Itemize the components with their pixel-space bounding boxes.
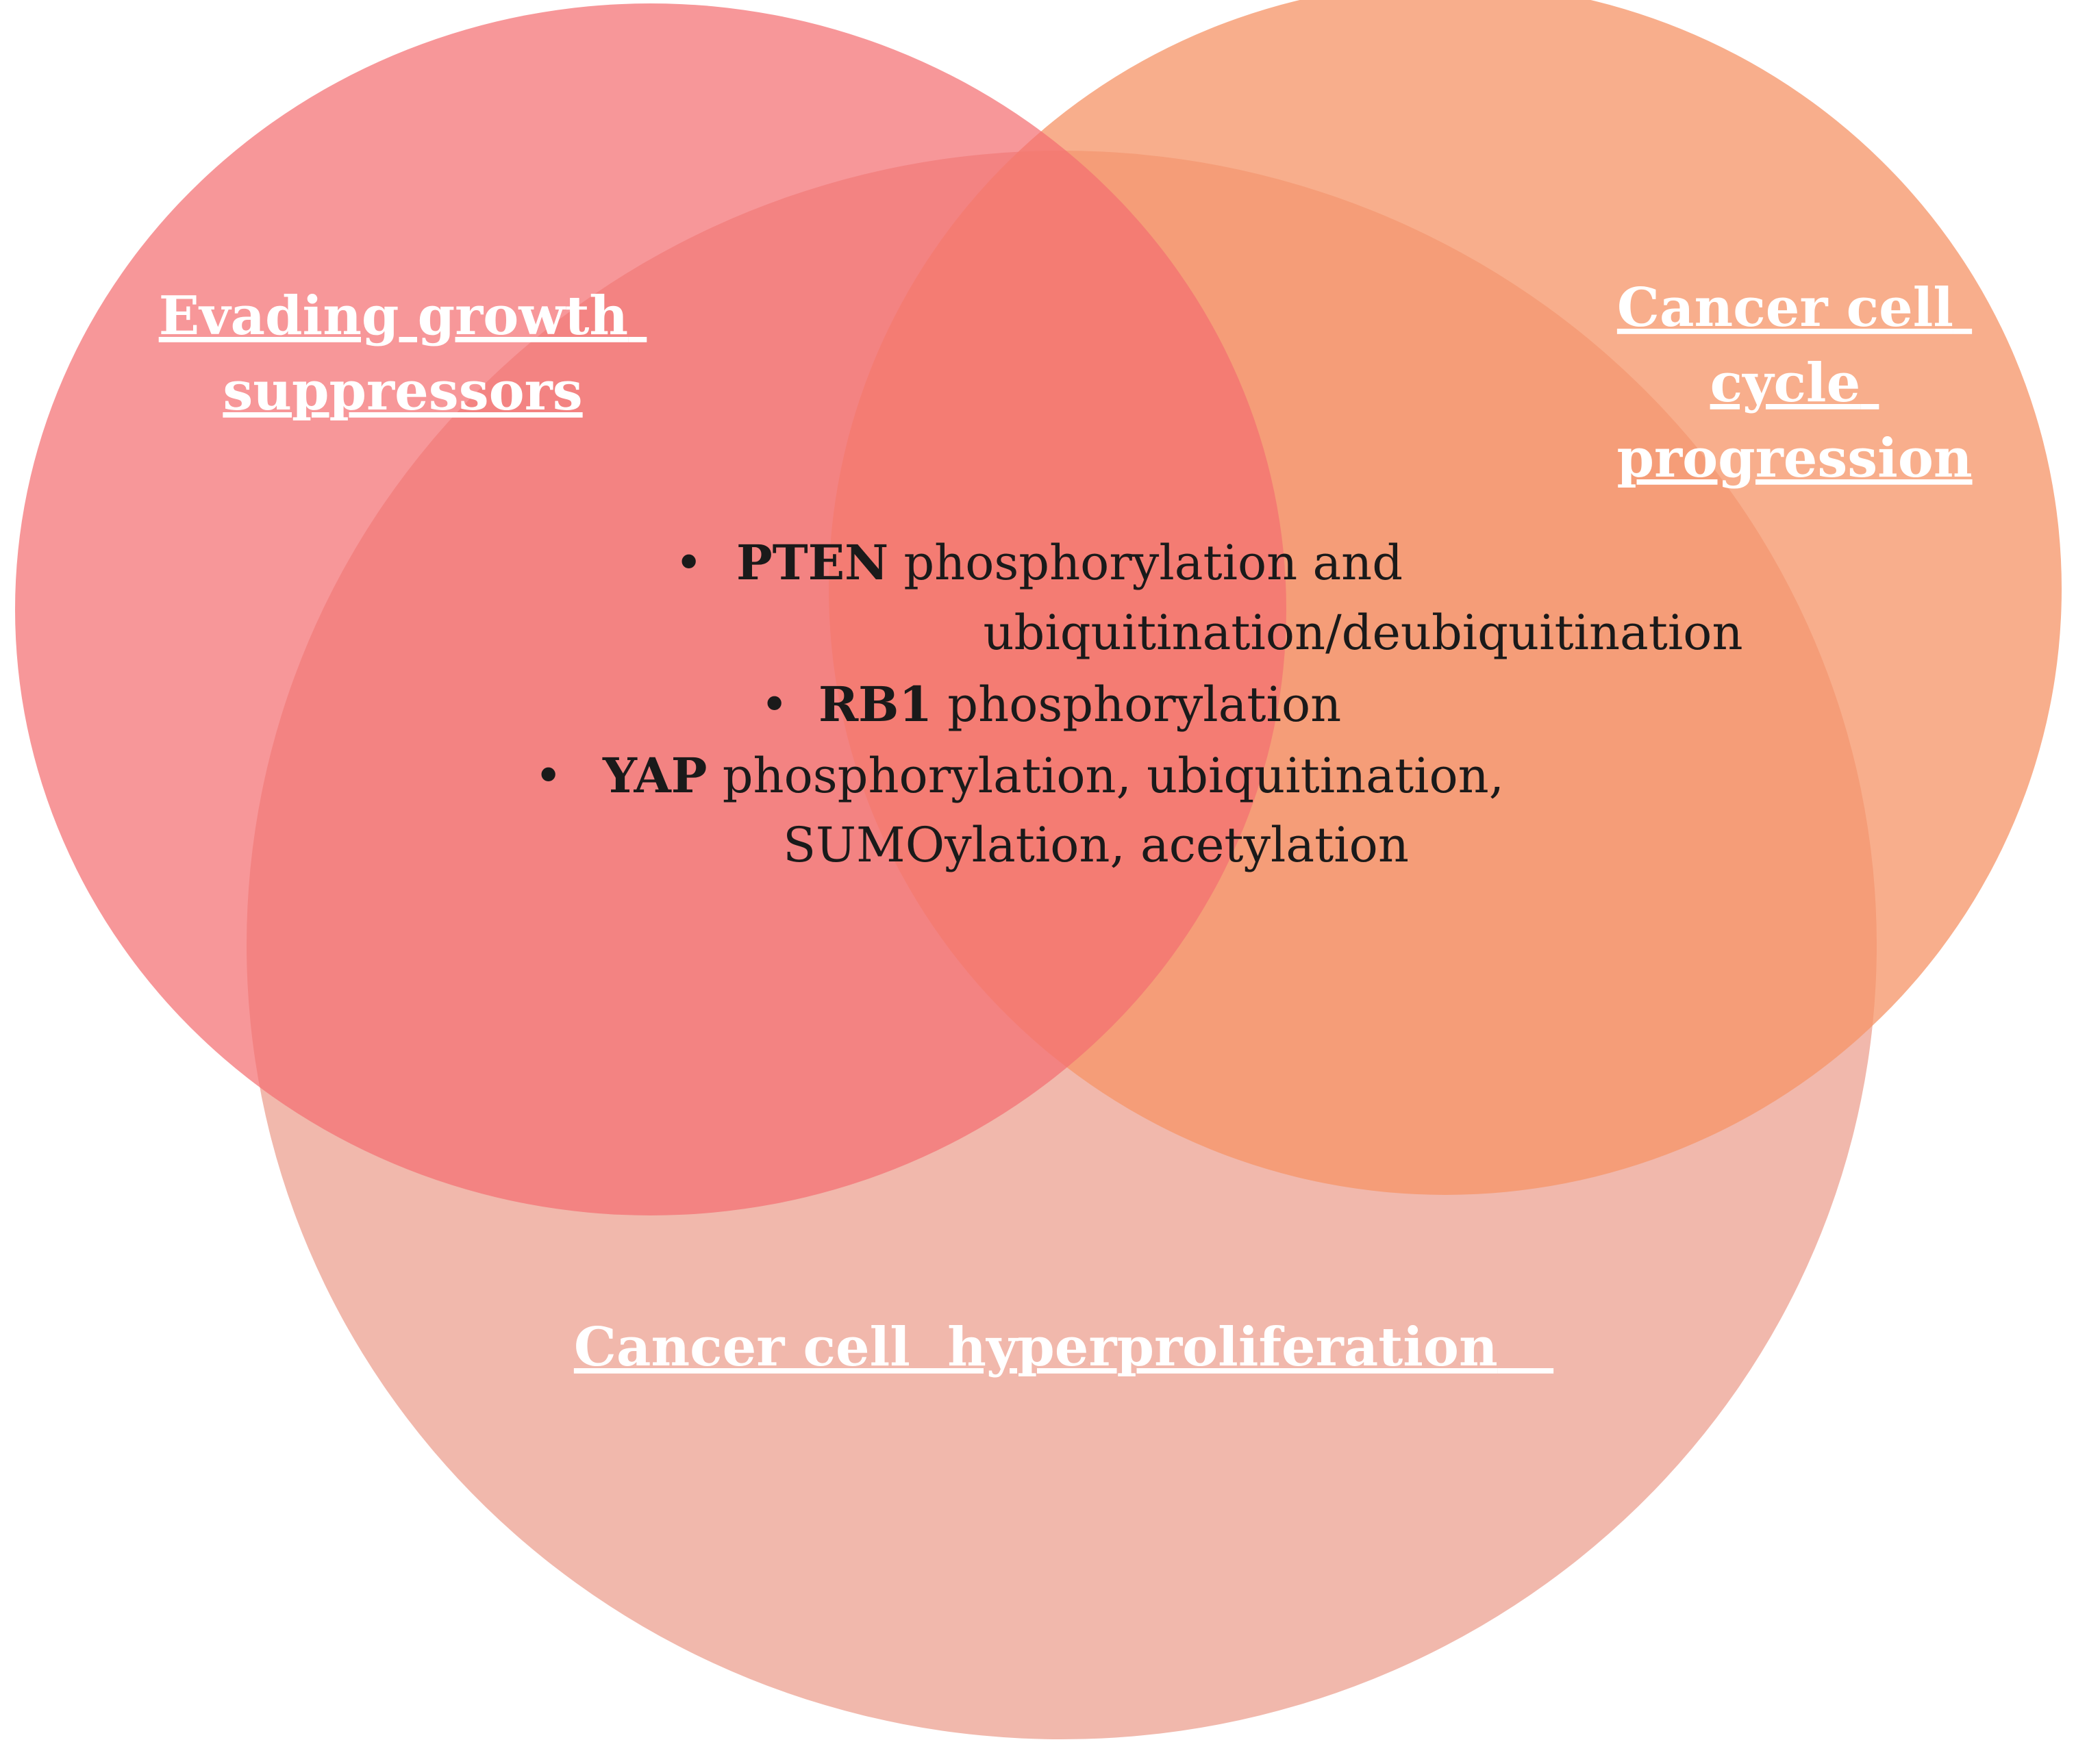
set-label-line: Cancer cell hyperproliferation [574,1316,1498,1378]
intersection-items: • PTEN phosphorylation and ubiquitinatio… [534,534,1743,873]
list-item-rb1: RB1 phosphorylation [818,676,1341,733]
list-item-bold-term: RB1 [818,676,932,733]
list-item-yap: YAP phosphorylation, ubiquitination, [602,747,1504,804]
bullet: • [675,535,703,591]
set-label-cancer-cell-cycle-progression: Cancer cell cycle progression [1616,277,1972,490]
set-label-line: cycle [1710,352,1861,414]
set-label-cancer-cell-hyperproliferation: Cancer cell hyperproliferation [0,0,1553,1378]
list-item-text: phosphorylation, ubiquitination, [707,748,1504,804]
list-item-text: phosphorylation [932,677,1341,733]
set-label-line: Cancer cell [1617,277,1953,339]
list-item-bold-term: PTEN [736,534,888,591]
bullet: • [760,677,788,733]
set-circle-evading-growth-suppressors [15,3,1286,1215]
set-label-evading-growth-suppressors: Evading growth suppressors [159,285,647,423]
set-label-line: progression [1616,427,1972,490]
list-item-continuation: SUMOylation, acetylation [783,817,1409,873]
list-item-pten: PTEN phosphorylation and [736,534,1403,591]
list-item-bold-term: YAP [602,747,707,804]
bullet: • [534,748,562,804]
list-item-continuation: ubiquitination/deubiquitination [983,605,1742,661]
set-label-line: suppressors [223,360,582,423]
list-item-text: phosphorylation and [888,535,1403,591]
set-label-line: Evading growth [159,285,628,347]
